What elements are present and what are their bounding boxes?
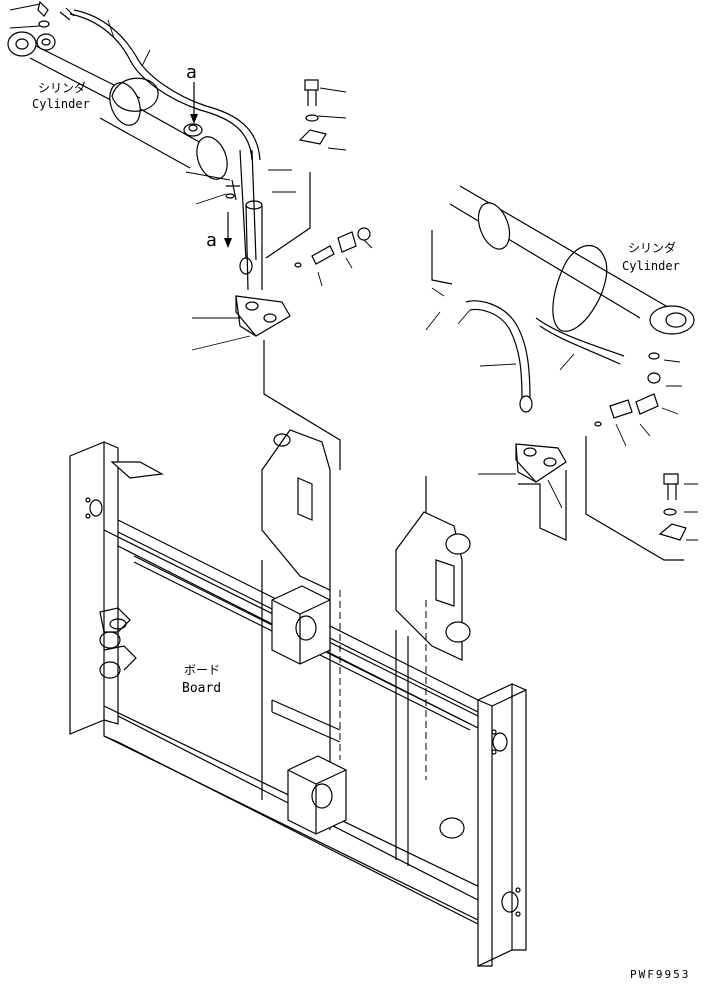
label-cylinder-left-jp: シリンダ [38,80,86,95]
left-bolt-set [265,79,327,259]
board-frame [69,429,527,967]
label-view-a-top: a [186,62,197,83]
right-leaders [425,287,698,541]
right-valve-parts [594,352,661,427]
label-cylinder-left-en: Cylinder [32,97,90,111]
view-arrow-a-top [190,82,198,124]
right-valve-block [425,436,684,561]
label-cylinder-right-jp: シリンダ [628,240,676,255]
left-valve-parts [294,227,371,268]
right-cylinder [431,185,695,413]
left-valve-block [235,295,341,470]
right-bolt-set [658,473,687,541]
view-arrow-a-bottom [224,212,232,248]
drawing-code: PWF9953 [630,968,690,981]
left-cylinder [7,0,263,291]
label-view-a-bottom: a [206,230,217,251]
label-board-en: Board [182,681,221,696]
label-cylinder-right-en: Cylinder [622,259,680,273]
label-board-jp: ボード [184,663,220,677]
left-leaders [9,3,373,351]
